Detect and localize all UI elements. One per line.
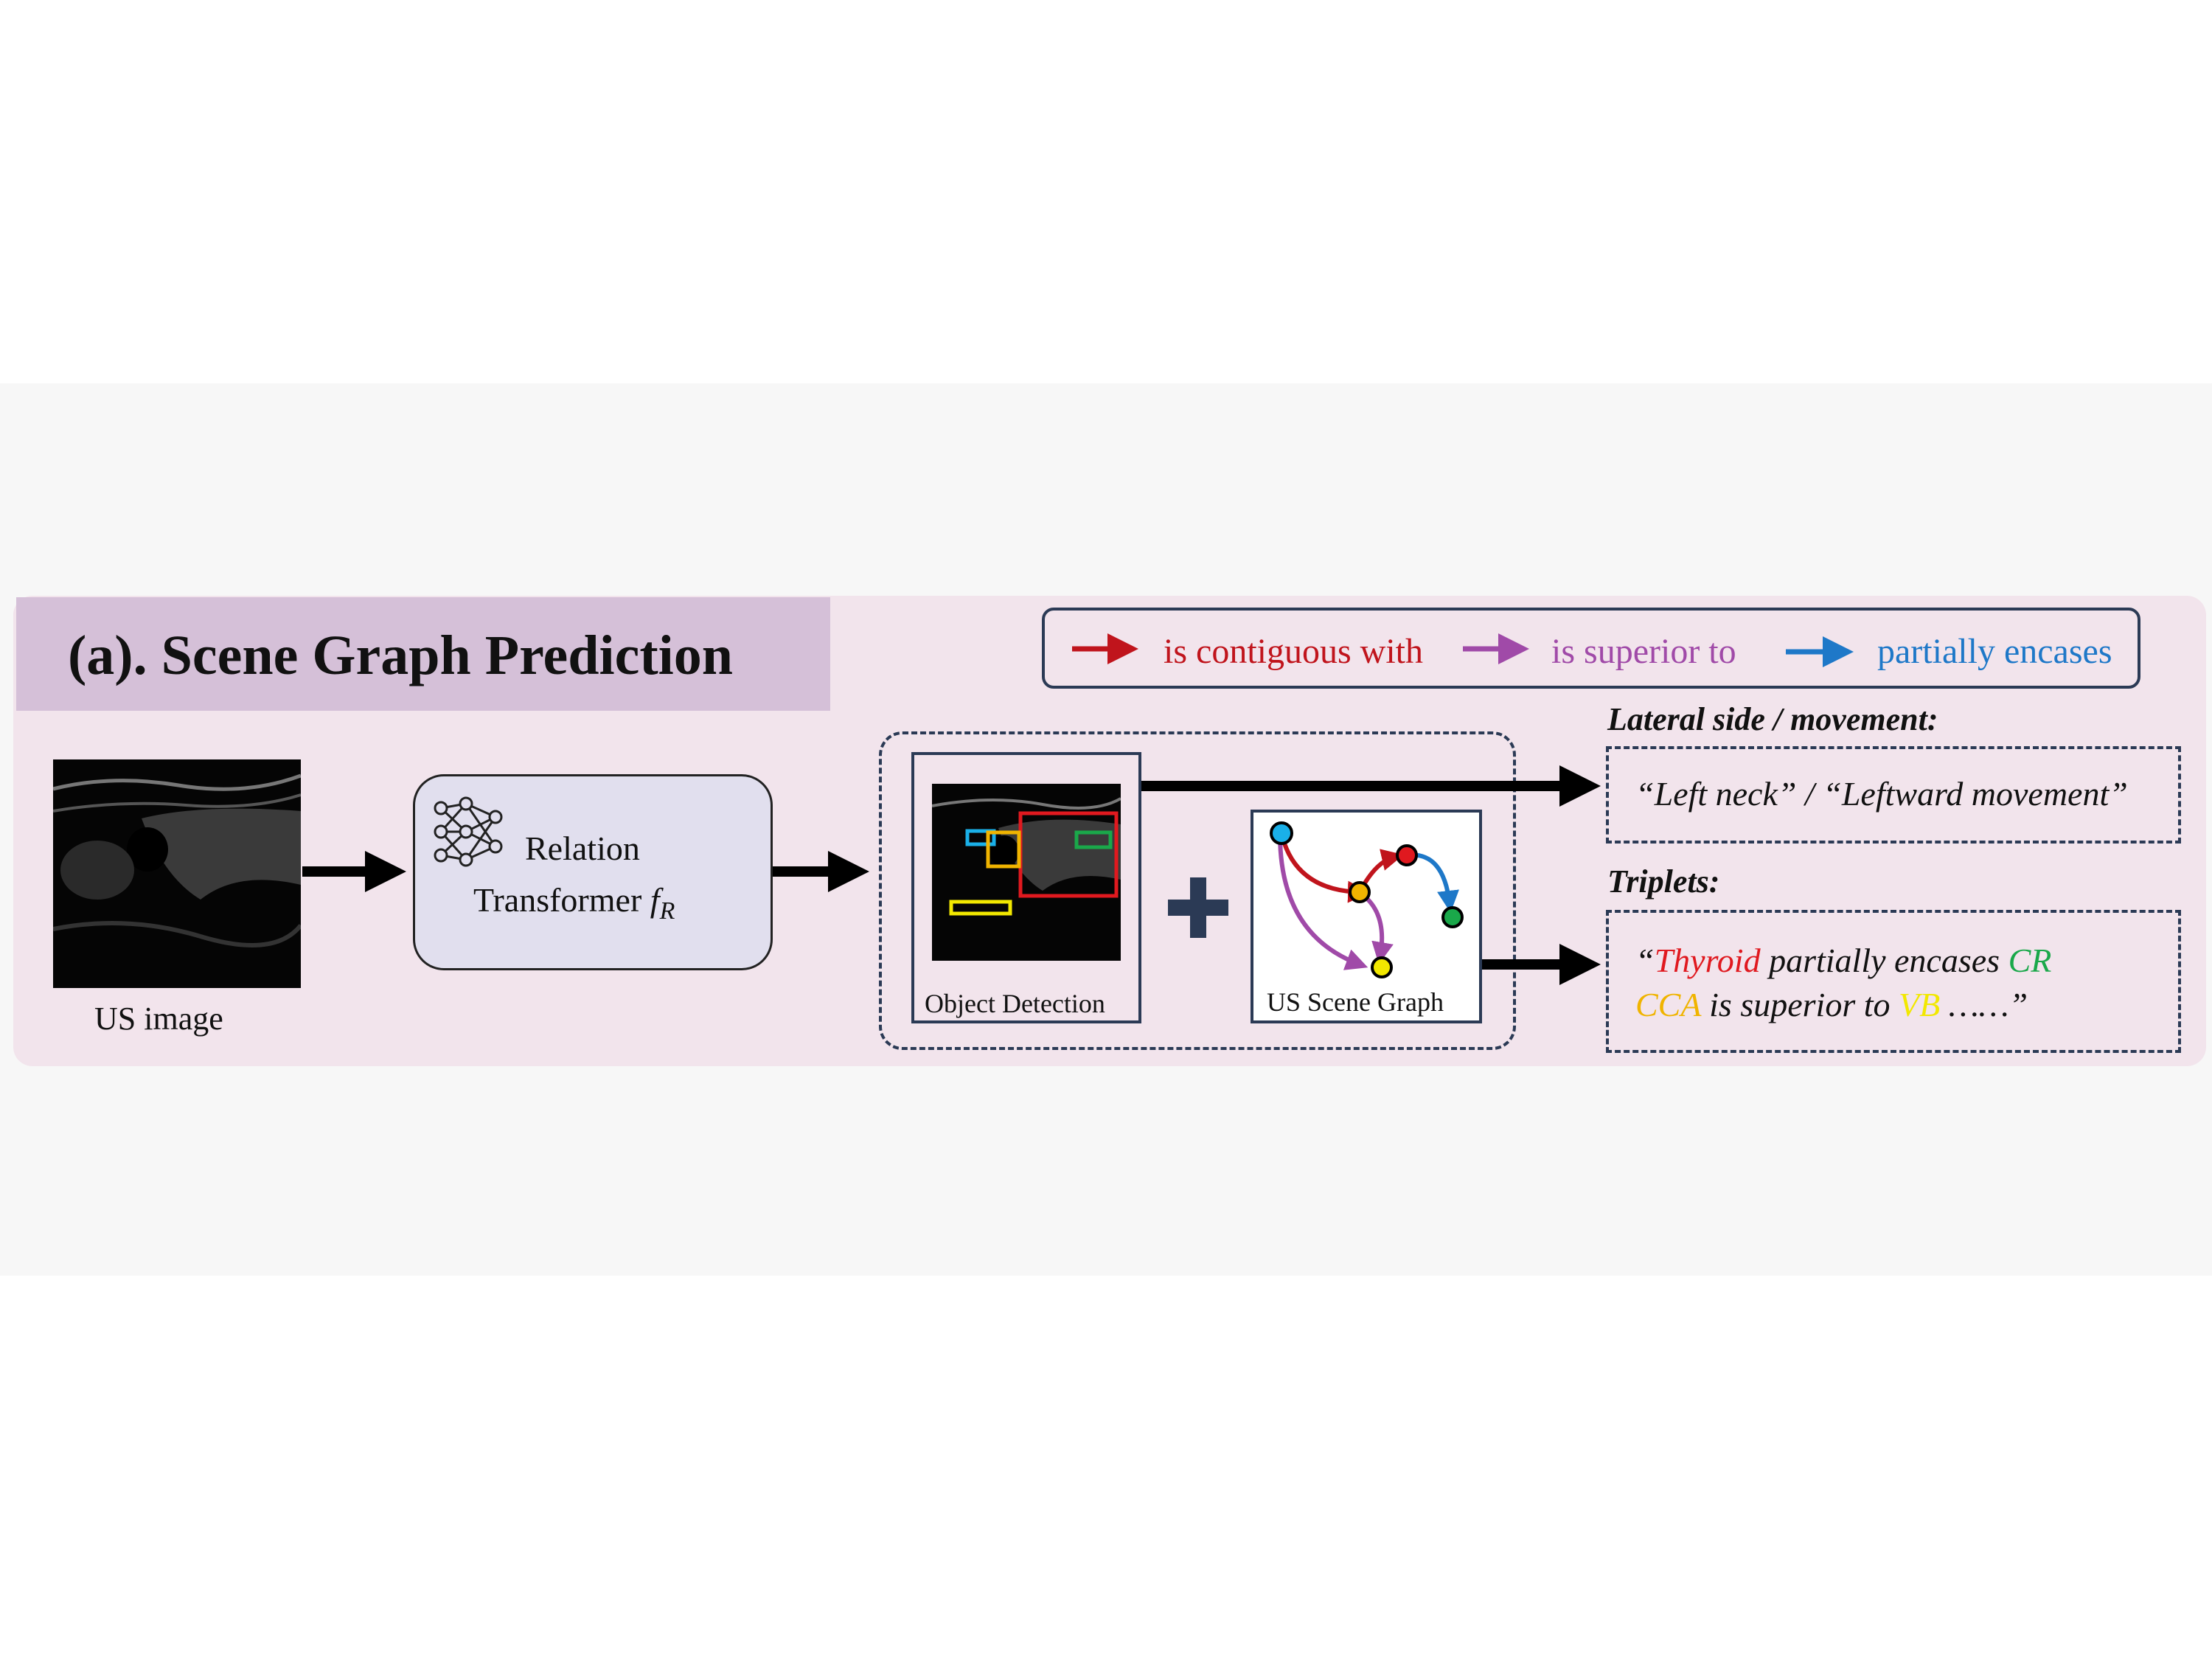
triplet-ellipsis: ……” bbox=[1940, 986, 2028, 1023]
triplet-relation-encases: partially encases bbox=[1760, 942, 2008, 979]
triplet-line-1: “Thyroid partially encases CR bbox=[1635, 941, 2051, 980]
scene-graph-drawing bbox=[1270, 821, 1464, 978]
plus-icon bbox=[1168, 877, 1228, 938]
transformer-symbol: fR bbox=[650, 881, 675, 925]
object-detection-caption: Object Detection bbox=[925, 989, 1105, 1018]
diagram-title: (a). Scene Graph Prediction bbox=[68, 625, 734, 686]
lateral-output-box bbox=[1606, 746, 2181, 844]
neural-network-icon bbox=[434, 796, 503, 867]
triplet-object-cr: CR bbox=[2008, 942, 2052, 979]
triplet-subject-thyroid: Thyroid bbox=[1654, 942, 1761, 979]
transformer-symbol-f: f bbox=[650, 881, 660, 919]
node-green bbox=[1441, 906, 1464, 928]
triplet-subject-cca: CCA bbox=[1635, 986, 1701, 1023]
prediction-group bbox=[879, 731, 1516, 1050]
bbox-green bbox=[1074, 830, 1113, 849]
ultrasound-image bbox=[53, 759, 301, 988]
legend-label-contiguous: is contiguous with bbox=[1164, 632, 1424, 671]
node-red bbox=[1396, 844, 1418, 866]
node-cyan bbox=[1270, 821, 1293, 845]
triplet-line-2: CCA is superior to VB ……” bbox=[1635, 985, 2028, 1024]
legend-label-encases: partially encases bbox=[1877, 632, 2112, 671]
lateral-output-text: “Left neck” / “Leftward movement” bbox=[1635, 775, 2128, 813]
node-yellow bbox=[1371, 956, 1393, 978]
lateral-heading: Lateral side / movement: bbox=[1607, 701, 1938, 737]
triplet-object-vb: VB bbox=[1899, 986, 1941, 1023]
scene-graph-caption: US Scene Graph bbox=[1267, 987, 1444, 1017]
legend-label-superior: is superior to bbox=[1551, 632, 1736, 671]
node-amber bbox=[1349, 881, 1371, 903]
detection-overlay bbox=[932, 797, 1121, 916]
triplets-heading: Triplets: bbox=[1607, 863, 1720, 900]
transformer-word: Transformer bbox=[473, 881, 642, 919]
edge-superior-1 bbox=[1278, 834, 1368, 970]
relation-label: Relation bbox=[525, 830, 640, 867]
edge-contiguous-1 bbox=[1279, 832, 1370, 903]
bbox-cyan bbox=[965, 829, 996, 846]
us-image-caption: US image bbox=[94, 1001, 223, 1037]
relation-legend bbox=[1042, 608, 2140, 689]
bbox-amber bbox=[986, 830, 1021, 869]
triplet-relation-superior: is superior to bbox=[1700, 986, 1899, 1023]
bbox-yellow bbox=[949, 900, 1012, 916]
transformer-symbol-sub: R bbox=[659, 897, 675, 925]
open-quote: “ bbox=[1635, 942, 1655, 979]
title-box bbox=[16, 597, 830, 711]
transformer-label: Transformer fR bbox=[473, 880, 675, 925]
detection-image bbox=[932, 784, 1121, 961]
ultrasound-texture bbox=[53, 773, 301, 947]
triplets-output-box bbox=[1606, 910, 2181, 1053]
